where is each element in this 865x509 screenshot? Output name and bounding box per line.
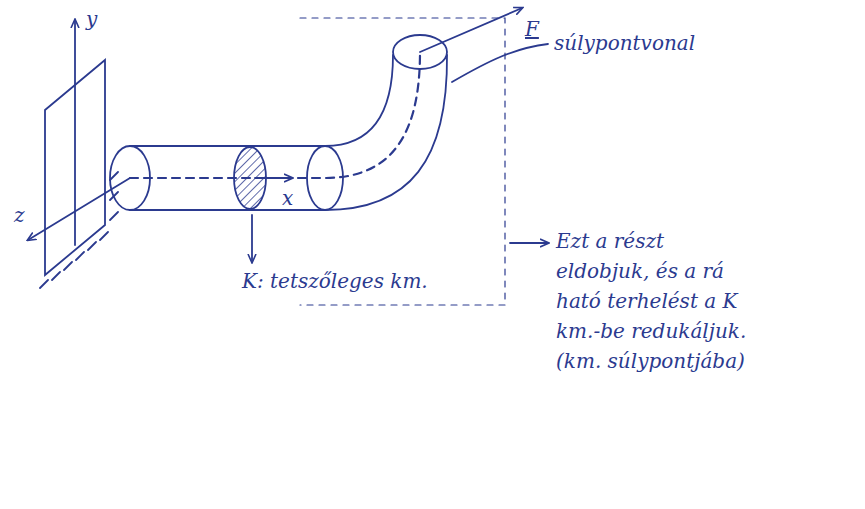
- centroid-line: [130, 52, 420, 178]
- axis-label: z: [14, 200, 25, 230]
- axis-label: x: [282, 183, 293, 213]
- leader-label: súlypontvonal: [554, 28, 695, 58]
- force-arrow: [420, 8, 522, 52]
- elbow: [325, 55, 393, 146]
- note-text: Ezt a részt eldobjuk, és a rá ható terhe…: [556, 226, 756, 376]
- axis-label: y: [86, 4, 97, 34]
- cut-region: [300, 18, 505, 305]
- note-arrow: [510, 242, 548, 244]
- note-text: K: tetszőleges km.: [242, 266, 428, 296]
- z-axis: [28, 178, 130, 240]
- k-arrow: [251, 215, 253, 262]
- leader-line: [452, 44, 548, 82]
- x-axis-arrow: [255, 177, 292, 179]
- wall-hatch: [40, 172, 118, 288]
- force-label: F: [525, 14, 539, 44]
